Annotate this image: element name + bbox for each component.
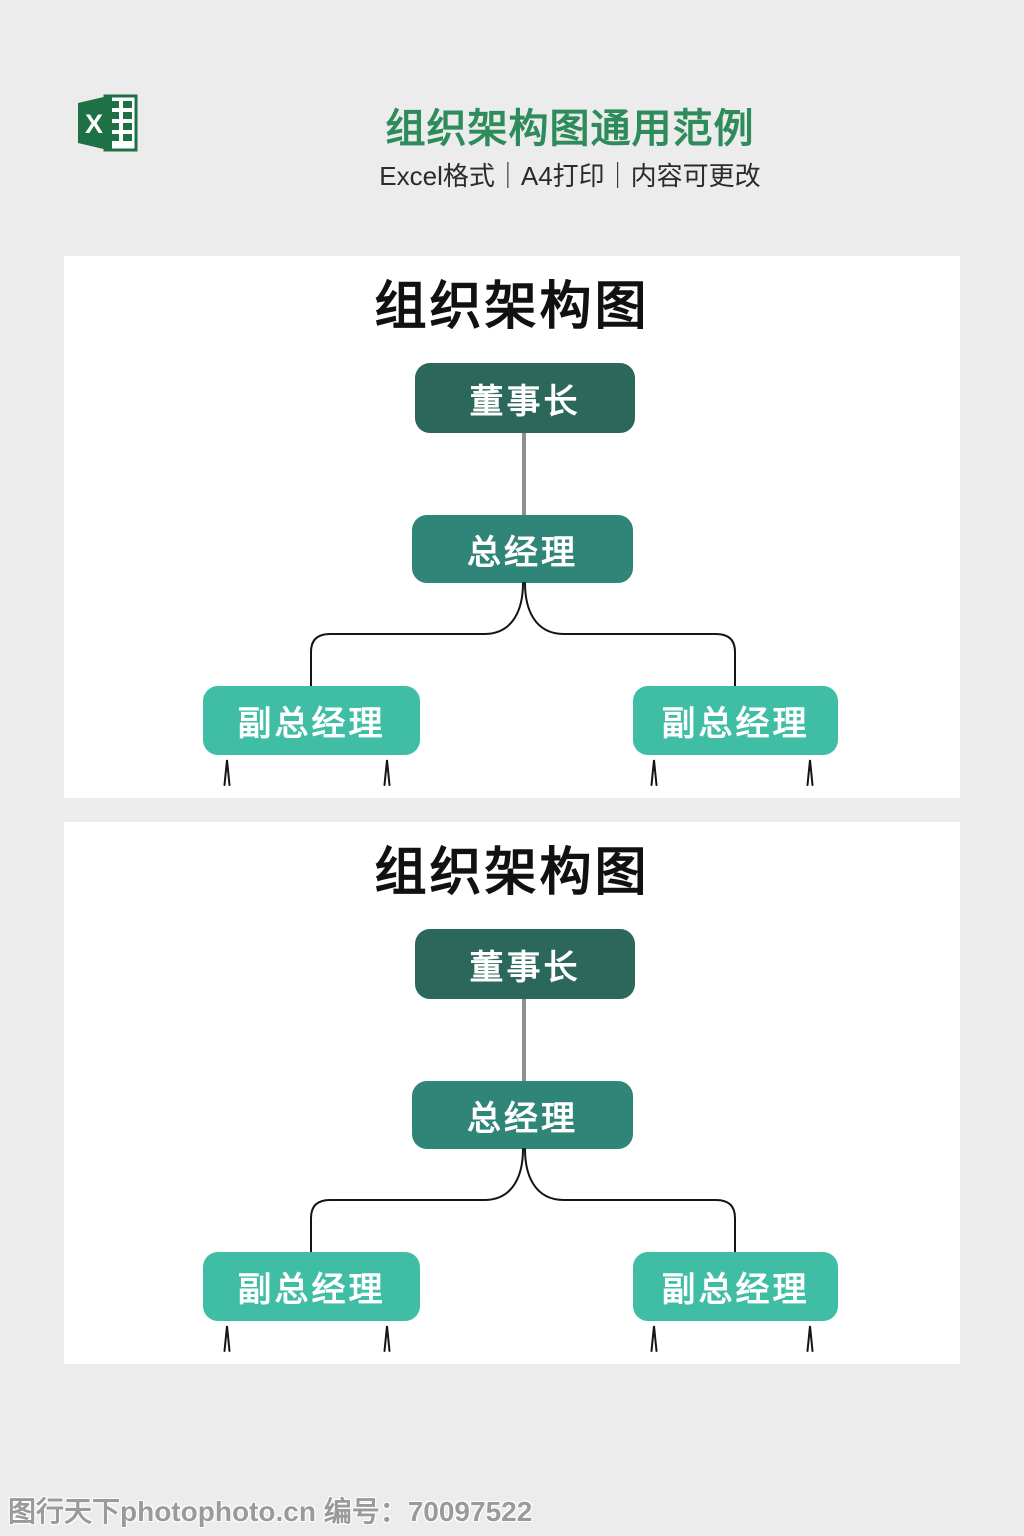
org-chart-panel-1: 组织架构图 董事长 总经理 副总经理 副总经理 — [64, 256, 960, 798]
connector-lines — [223, 582, 814, 786]
org-node-chairman: 董事长 — [415, 929, 635, 999]
page-subtitle: Excel格式｜A4打印｜内容可更改 — [379, 161, 761, 191]
org-chart-title: 组织架构图 — [374, 845, 650, 902]
page-title: 组织架构图通用范例 — [385, 107, 755, 151]
org-node-deputy-gm-right: 副总经理 — [633, 686, 838, 755]
header: X 组织架构图通用范例 Excel格式｜A4打印｜内容可更改 — [0, 0, 1024, 256]
connector-lines — [223, 1148, 814, 1352]
org-chart-panel-2: 组织架构图 董事长 总经理 副总经理 副总经理 — [64, 822, 960, 1364]
org-node-deputy-gm-right: 副总经理 — [633, 1252, 838, 1321]
org-node-deputy-gm-left: 副总经理 — [203, 686, 420, 755]
org-node-general-manager: 总经理 — [412, 1081, 633, 1149]
org-chart-title: 组织架构图 — [374, 279, 650, 336]
excel-icon: X — [78, 94, 138, 152]
watermark-text: 图行天下photophoto.cn 编号：70097522 — [8, 1496, 533, 1527]
connector-stem — [522, 433, 526, 515]
connector-stem — [522, 999, 526, 1081]
org-node-deputy-gm-left: 副总经理 — [203, 1252, 420, 1321]
svg-text:X: X — [85, 109, 103, 139]
org-node-chairman: 董事长 — [415, 363, 635, 433]
org-node-general-manager: 总经理 — [412, 515, 633, 583]
